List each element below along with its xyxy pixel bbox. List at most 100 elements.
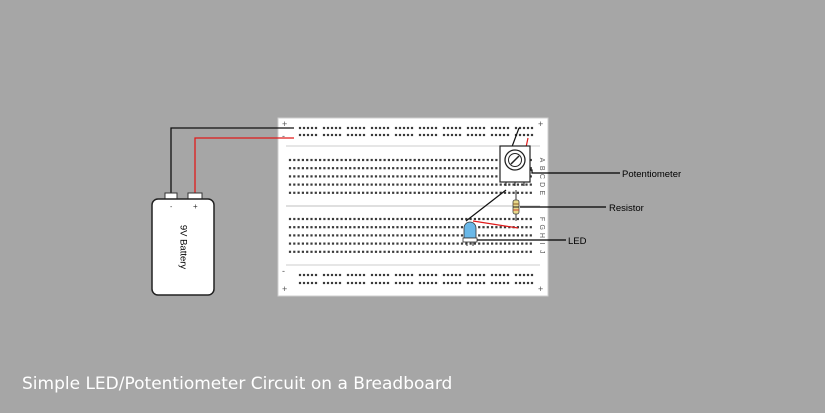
breadboard-hole xyxy=(456,167,459,170)
breadboard-hole xyxy=(506,273,510,277)
breadboard-hole xyxy=(322,133,326,137)
breadboard-hole xyxy=(349,234,352,237)
breadboard-hole xyxy=(502,133,506,137)
breadboard-hole xyxy=(486,158,489,162)
breadboard-hole xyxy=(478,273,482,277)
breadboard-hole xyxy=(366,217,369,221)
breadboard-hole xyxy=(530,281,534,285)
breadboard-hole xyxy=(426,234,429,237)
breadboard-hole xyxy=(374,167,378,170)
breadboard-hole xyxy=(297,250,300,253)
breadboard-hole xyxy=(387,234,390,237)
breadboard-hole xyxy=(319,167,322,170)
breadboard-hole xyxy=(503,217,507,221)
breadboard-hole xyxy=(319,226,322,229)
breadboard-hole xyxy=(334,281,338,285)
breadboard-hole xyxy=(387,242,390,245)
breadboard-hole xyxy=(448,183,451,186)
breadboard-hole xyxy=(490,133,494,137)
breadboard-hole xyxy=(379,217,382,221)
breadboard-hole xyxy=(322,273,326,277)
breadboard-hole xyxy=(297,167,300,170)
breadboard-hole xyxy=(482,126,486,130)
breadboard-hole xyxy=(443,191,446,194)
breadboard-hole xyxy=(392,183,395,186)
breadboard-hole xyxy=(358,281,362,285)
breadboard-hole xyxy=(344,175,347,178)
breadboard-hole xyxy=(370,273,374,277)
breadboard-hole xyxy=(379,191,382,194)
breadboard-hole xyxy=(442,126,446,130)
breadboard-hole xyxy=(378,133,382,137)
breadboard-hole xyxy=(410,133,414,137)
breadboard-hole xyxy=(344,217,347,221)
breadboard-hole xyxy=(383,217,386,221)
breadboard-hole xyxy=(478,281,482,285)
breadboard-hole xyxy=(529,175,532,178)
breadboard-hole xyxy=(350,281,354,285)
breadboard-hole xyxy=(456,217,459,221)
breadboard-hole xyxy=(495,250,498,253)
breadboard-hole xyxy=(529,158,532,162)
breadboard-hole xyxy=(418,133,422,137)
breadboard-hole xyxy=(306,273,310,277)
breadboard-hole xyxy=(405,217,408,221)
breadboard-hole xyxy=(426,242,429,245)
breadboard-hole xyxy=(298,126,302,130)
breadboard-hole xyxy=(340,217,343,221)
breadboard-hole xyxy=(288,175,292,178)
breadboard-hole xyxy=(508,217,511,221)
breadboard-hole xyxy=(327,191,330,194)
breadboard-hole xyxy=(405,175,408,178)
breadboard-hole xyxy=(370,175,373,178)
breadboard-hole xyxy=(499,242,502,245)
breadboard xyxy=(277,117,549,297)
breadboard-hole xyxy=(494,133,498,137)
breadboard-hole xyxy=(460,234,464,237)
breadboard-hole xyxy=(344,183,347,186)
breadboard-hole xyxy=(302,126,306,130)
breadboard-hole xyxy=(396,183,399,186)
breadboard-hole xyxy=(498,273,502,277)
breadboard-hole xyxy=(454,281,458,285)
breadboard-hole xyxy=(458,126,462,130)
breadboard-hole xyxy=(301,242,304,245)
breadboard-hole xyxy=(350,126,354,130)
breadboard-hole xyxy=(323,191,326,194)
breadboard-hole xyxy=(450,273,454,277)
breadboard-hole xyxy=(494,126,498,130)
breadboard-hole xyxy=(297,183,300,186)
breadboard-hole xyxy=(370,183,373,186)
breadboard-hole xyxy=(334,126,338,130)
breadboard-hole xyxy=(442,133,446,137)
breadboard-hole xyxy=(426,183,429,186)
breadboard-hole xyxy=(405,167,408,170)
breadboard-hole xyxy=(506,133,510,137)
breadboard-hole xyxy=(418,281,422,285)
row-letter: I xyxy=(538,243,545,245)
breadboard-hole xyxy=(486,191,489,194)
row-letter: A xyxy=(538,158,545,163)
breadboard-hole xyxy=(456,234,459,237)
breadboard-hole xyxy=(336,234,339,237)
breadboard-hole xyxy=(491,167,494,170)
breadboard-hole xyxy=(473,183,476,186)
breadboard-hole xyxy=(327,234,330,237)
breadboard-hole xyxy=(362,175,365,178)
breadboard-hole xyxy=(374,226,378,229)
breadboard-hole xyxy=(400,226,403,229)
breadboard-hole xyxy=(466,281,470,285)
breadboard-hole xyxy=(326,273,330,277)
breadboard-hole xyxy=(362,234,365,237)
breadboard-hole xyxy=(499,217,502,221)
breadboard-hole xyxy=(478,242,481,245)
breadboard-hole xyxy=(409,183,412,186)
breadboard-hole xyxy=(494,281,498,285)
breadboard-hole xyxy=(473,167,476,170)
breadboard-hole xyxy=(443,167,446,170)
breadboard-hole xyxy=(482,175,485,178)
breadboard-hole xyxy=(350,133,354,137)
breadboard-hole xyxy=(456,175,459,178)
breadboard-hole xyxy=(478,126,482,130)
breadboard-hole xyxy=(379,158,382,162)
